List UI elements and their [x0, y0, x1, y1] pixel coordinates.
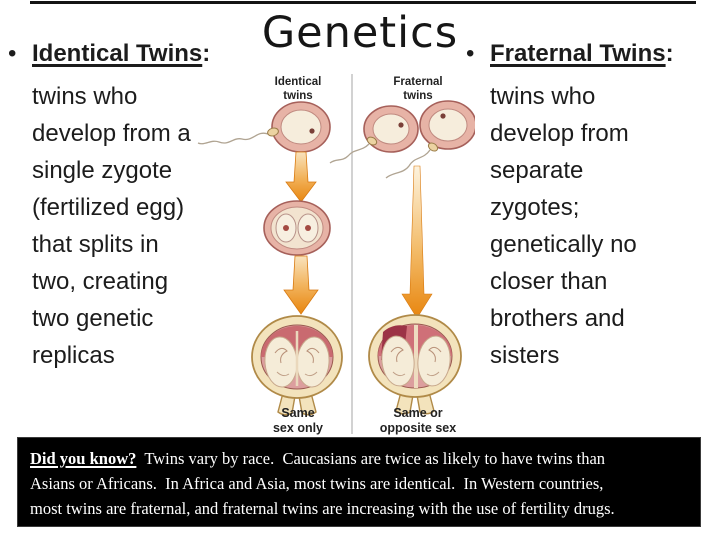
- did-you-know-label: Did you know?: [30, 449, 137, 468]
- identical-twins-heading-row: • Identical Twins:: [8, 38, 232, 70]
- definition-line: that splits in: [32, 231, 159, 258]
- definition-line: twins who: [490, 83, 596, 110]
- definition-line: single zygote: [32, 157, 173, 184]
- fraternal-zygotes-illustration: [329, 100, 475, 179]
- fact-text: Twins vary by race. Caucasians are twice…: [30, 449, 615, 518]
- top-border-line: [30, 1, 696, 4]
- same-sex-only-caption: Same sex only: [272, 406, 324, 435]
- sperm-head: [267, 127, 279, 137]
- definition-line: two, creating: [32, 268, 169, 295]
- sperm-head: [427, 142, 439, 152]
- identical-uterus-illustration: [251, 315, 343, 416]
- definition-line: twins who: [32, 83, 138, 110]
- fraternal-twins-heading: Fraternal Twins:: [490, 40, 674, 67]
- definition-line: develop from a: [32, 120, 191, 147]
- identical-twins-heading: Identical Twins:: [32, 40, 211, 67]
- bullet-icon: •: [8, 40, 17, 67]
- split-zygote-illustration: [263, 200, 331, 256]
- identical-twins-body: twins who develop from a single zygote (…: [8, 78, 232, 374]
- down-arrow-icon: [401, 165, 433, 319]
- definition-line: replicas: [32, 342, 115, 369]
- slide-title: Genetics: [261, 8, 459, 58]
- down-arrow-icon: [285, 151, 317, 203]
- sperm-tail: [197, 132, 269, 145]
- fraternal-twins-body: twins who develop from separate zygotes;…: [466, 78, 718, 374]
- same-or-opposite-sex-caption: Same or opposite sex: [379, 406, 457, 435]
- definition-line: develop from: [490, 120, 629, 147]
- fraternal-twins-heading-row: • Fraternal Twins:: [466, 38, 718, 70]
- twin-development-illustration: [197, 74, 475, 434]
- sperm-tail: [329, 143, 370, 164]
- fraternal-twins-definition: • Fraternal Twins: twins who develop fro…: [466, 38, 718, 374]
- definition-line: closer than: [490, 268, 608, 295]
- did-you-know-box: Did you know? Twins vary by race. Caucas…: [17, 437, 701, 527]
- sperm-tail: [385, 149, 431, 179]
- identical-zygote-illustration: [197, 101, 331, 153]
- down-arrow-icon: [283, 255, 319, 315]
- identical-twins-diagram-label: Identical twins: [274, 76, 322, 102]
- definition-line: (fertilized egg): [32, 194, 185, 221]
- definition-line: separate: [490, 157, 584, 184]
- identical-twins-definition: • Identical Twins: twins who develop fro…: [8, 38, 232, 374]
- twin-development-diagram: Identical twins Fraternal twins Same sex…: [195, 68, 475, 438]
- definition-line: genetically no: [490, 231, 637, 258]
- fraternal-twins-diagram-label: Fraternal twins: [393, 76, 443, 102]
- definition-line: brothers and: [490, 305, 625, 332]
- sperm-head: [366, 136, 378, 146]
- definition-line: sisters: [490, 342, 560, 369]
- bullet-icon: •: [466, 40, 475, 67]
- definition-line: two genetic: [32, 305, 154, 332]
- definition-line: zygotes;: [490, 194, 580, 221]
- did-you-know-text: Did you know? Twins vary by race. Caucas…: [30, 446, 688, 521]
- fraternal-uterus-illustration: [368, 314, 462, 415]
